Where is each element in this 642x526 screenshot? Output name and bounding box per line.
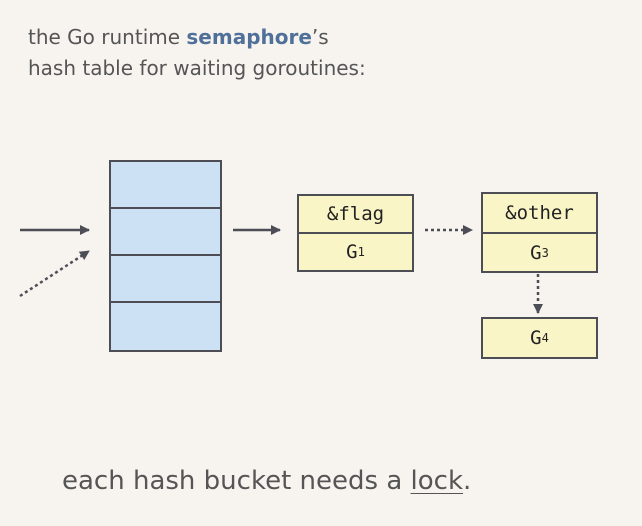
caption: each hash bucket needs a lock. [62, 466, 471, 496]
incoming-dotted-arrow [19, 249, 90, 298]
hash-bucket [111, 209, 220, 256]
flag-key-cell: &flag [299, 196, 412, 234]
g4-letter: G [530, 327, 542, 349]
g3-letter: G [530, 241, 542, 264]
caption-suffix: . [463, 466, 472, 496]
other-key-cell: &other [483, 194, 596, 234]
g1-letter: G [346, 241, 358, 263]
heading-prefix: the Go runtime [28, 25, 187, 49]
g4-subscript: 4 [541, 331, 549, 345]
hash-bucket [111, 303, 220, 350]
diagram-heading: the Go runtime semaphore’s hash table fo… [28, 22, 366, 84]
heading-line-2: hash table for waiting goroutines: [28, 56, 366, 80]
heading-suffix: ’s [311, 25, 329, 49]
caption-prefix: each hash bucket needs a [62, 466, 411, 496]
heading-line-1: the Go runtime semaphore’s [28, 22, 366, 53]
hash-table [109, 160, 222, 352]
hash-bucket [111, 162, 220, 209]
lock-link[interactable]: lock [410, 466, 463, 496]
heading-keyword: semaphore [186, 25, 312, 49]
hash-bucket [111, 256, 220, 303]
g1-subscript: 1 [357, 245, 365, 259]
g3-subscript: 3 [541, 245, 549, 260]
